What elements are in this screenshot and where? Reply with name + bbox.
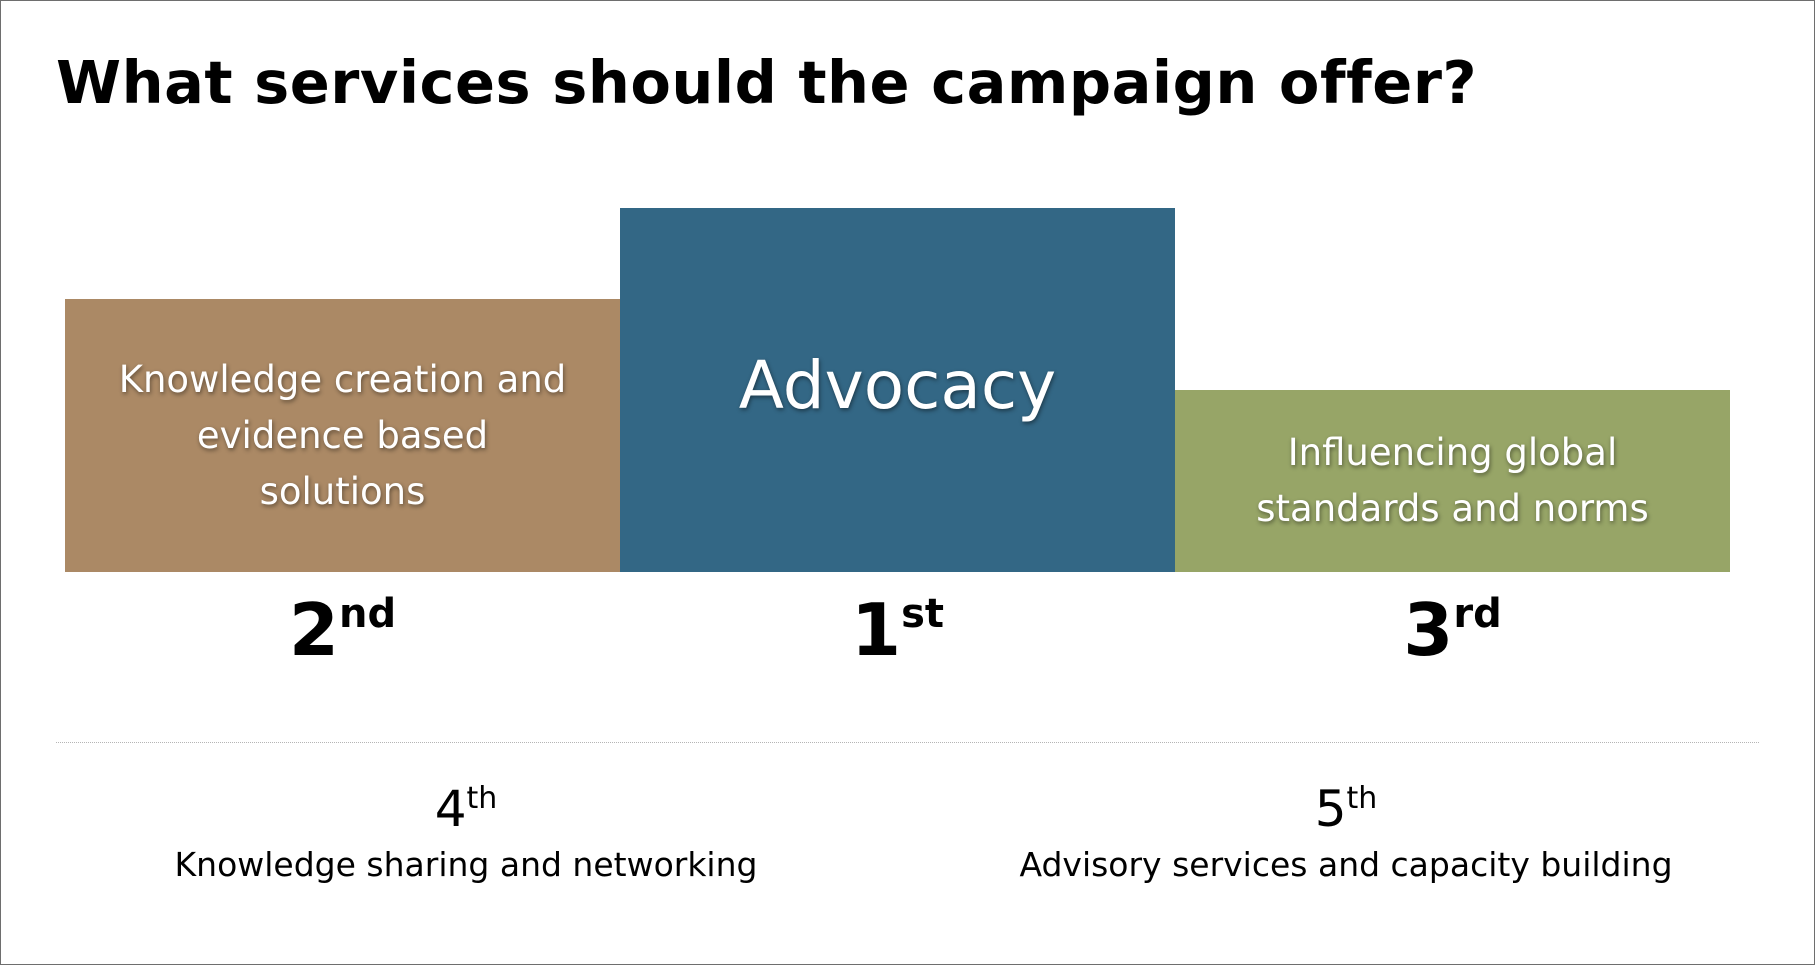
podium-label-first: Advocacy: [738, 346, 1057, 424]
rank-number: 3: [1403, 588, 1454, 672]
podium-label-second: Knowledge creation and evidence based so…: [118, 357, 567, 513]
ranking-item-fifth: 5th Advisory services and capacity build…: [906, 780, 1786, 890]
slide-title: What services should the campaign offer?: [56, 48, 1478, 117]
podium-block-first: Advocacy: [620, 208, 1175, 572]
rank-number: 4: [434, 780, 467, 838]
podium-block-third: Influencing global standards and norms: [1175, 390, 1730, 572]
rank-label-fourth: 4th: [26, 780, 906, 838]
rank-number: 1: [850, 588, 902, 672]
ranking-item-fourth: 4th Knowledge sharing and networking: [26, 780, 906, 890]
section-divider: [56, 742, 1759, 743]
rank-suffix: nd: [339, 591, 397, 637]
rank-label-fifth: 5th: [906, 780, 1786, 838]
rank-number: 5: [1314, 780, 1347, 838]
rank-suffix: rd: [1453, 591, 1502, 637]
rank-suffix: th: [466, 781, 498, 816]
podium-label-third: Influencing global standards and norms: [1256, 431, 1649, 530]
rank-number: 2: [288, 588, 339, 672]
rank-label-third: 3rd: [1175, 590, 1730, 670]
rank-suffix: th: [1346, 781, 1378, 816]
ranking-label-fifth: Advisory services and capacity building: [1019, 845, 1673, 884]
ranking-label-fourth: Knowledge sharing and networking: [174, 845, 758, 884]
rank-label-second: 2nd: [65, 590, 620, 670]
rank-label-first: 1st: [620, 590, 1175, 670]
rank-suffix: st: [901, 591, 945, 637]
podium-block-second: Knowledge creation and evidence based so…: [65, 299, 620, 572]
